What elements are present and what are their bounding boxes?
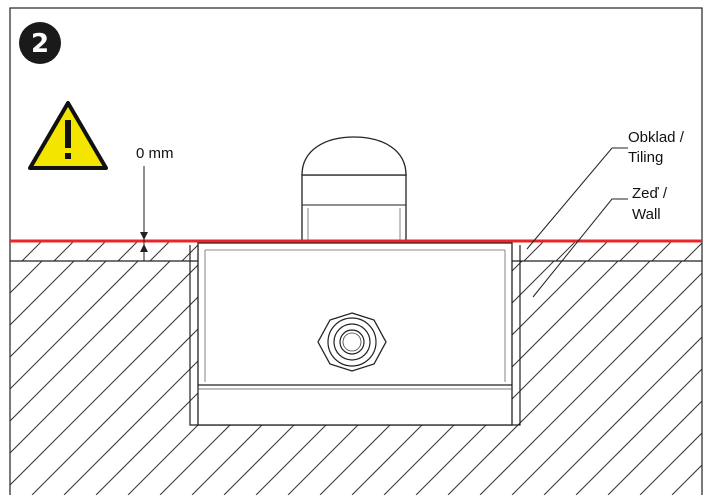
hatch-line (511, 261, 702, 495)
hatch-line (415, 261, 651, 495)
hatch-line (555, 241, 577, 261)
step-number-badge: 2 (19, 22, 61, 64)
dimension-marker (140, 166, 148, 261)
tiling-hatching-left (10, 241, 198, 261)
hatch-line (10, 261, 235, 495)
hatch-line (587, 241, 609, 261)
hatch-line (619, 241, 641, 261)
hatch-line (10, 241, 11, 261)
hatch-line (10, 261, 75, 495)
tiling-label-line1: Obklad / (628, 129, 685, 146)
hatch-line (704, 261, 712, 495)
tiling-hatching-right (512, 241, 702, 261)
step-number: 2 (31, 29, 49, 59)
hatch-line (181, 241, 198, 261)
hatch-line (10, 261, 107, 495)
wall-label-line2: Wall (632, 206, 661, 223)
hatch-line (21, 241, 43, 261)
hatch-line (671, 261, 702, 495)
hatch-line (10, 261, 171, 495)
hatch-line (651, 241, 673, 261)
hatch-line (607, 261, 702, 495)
warning-icon (28, 101, 108, 170)
diagram-frame (9, 7, 703, 495)
hatch-line (117, 241, 139, 261)
cable-gland-icon (317, 312, 387, 372)
hatch-line (523, 241, 545, 261)
hatch-line (149, 241, 171, 261)
tiling-leader-line (526, 147, 628, 250)
wall-leader-line (532, 198, 628, 298)
hatch-line (10, 261, 11, 495)
hatch-line (683, 241, 702, 261)
hatch-line (575, 261, 702, 495)
sensor-dome (301, 136, 407, 242)
wall-label-line1: Zeď / (632, 185, 668, 202)
hatch-line (10, 261, 203, 495)
dimension-label: 0 mm (136, 145, 174, 162)
hatch-line (479, 261, 702, 495)
hatch-line (10, 261, 139, 495)
hatch-line (543, 261, 702, 495)
hatch-line (447, 261, 683, 495)
hatch-line (53, 241, 75, 261)
hatch-line (639, 261, 702, 495)
hatch-line (85, 241, 107, 261)
tiling-label-line2: Tiling (628, 149, 663, 166)
